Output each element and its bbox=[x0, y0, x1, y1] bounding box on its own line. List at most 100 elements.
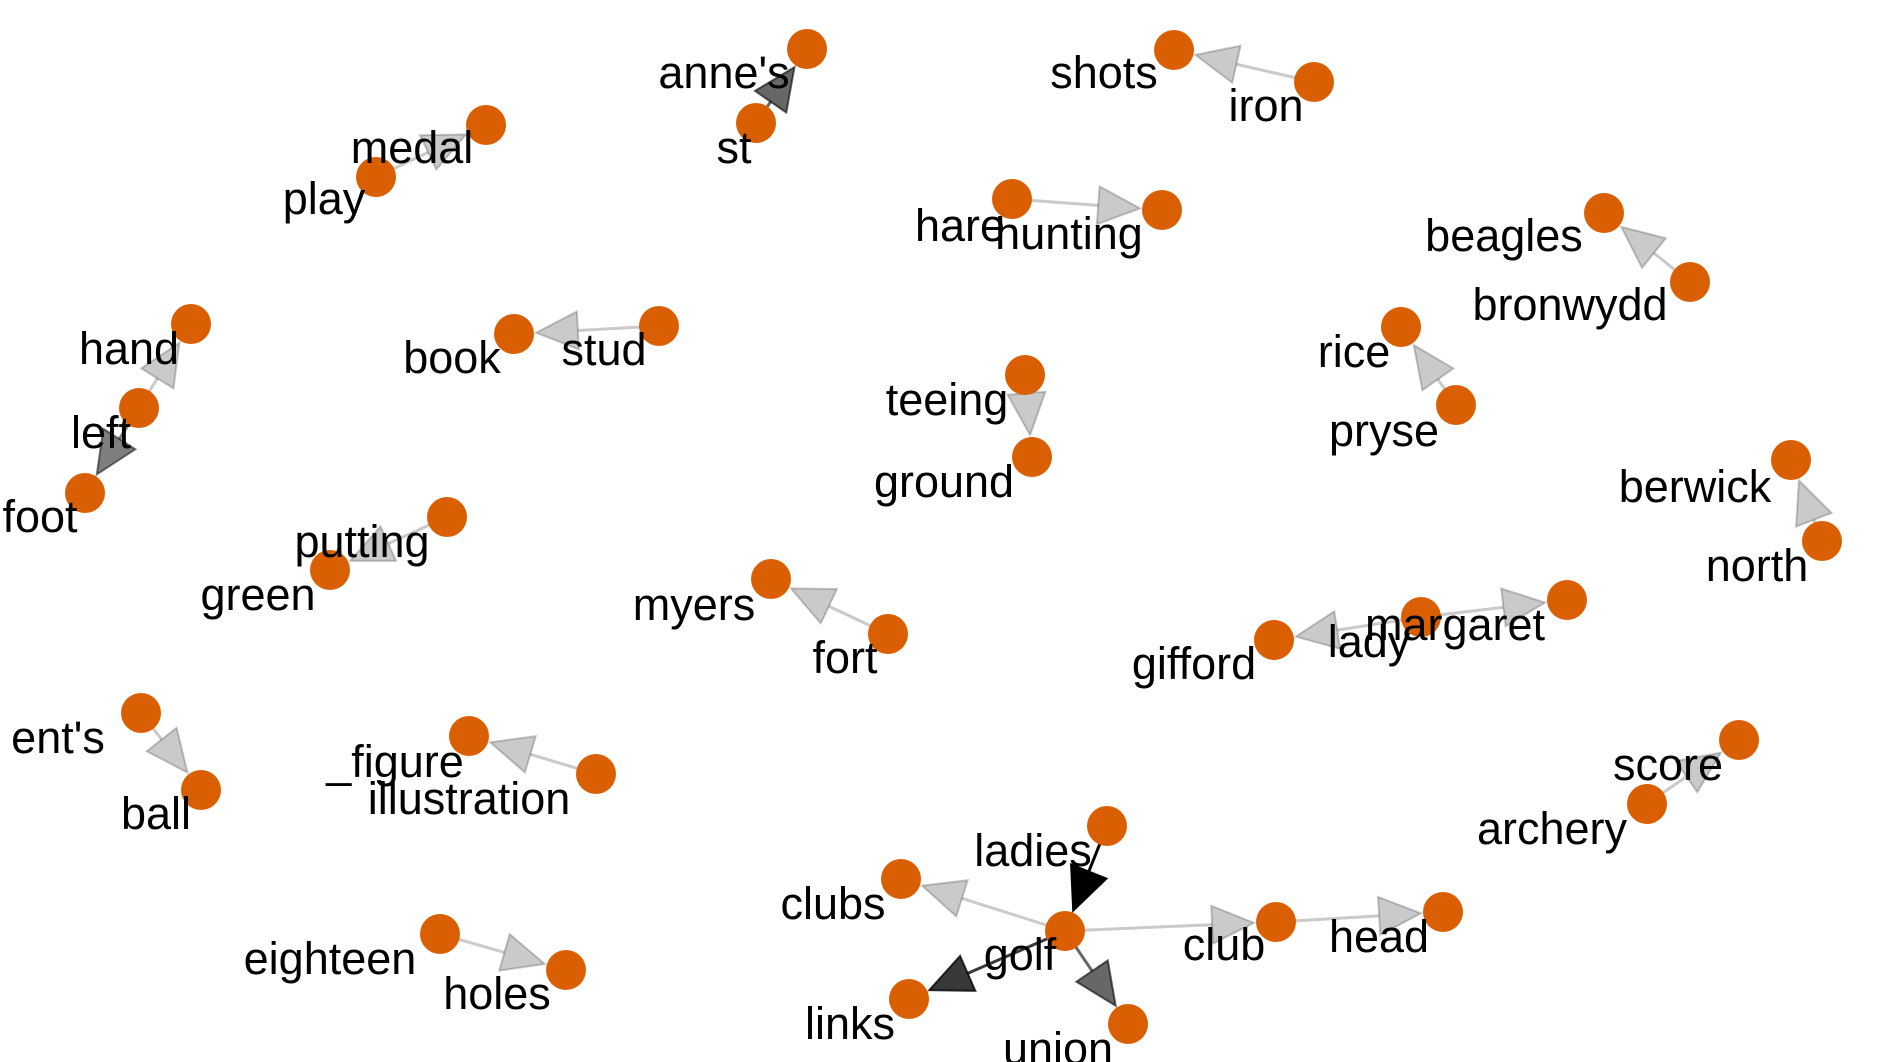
node-label-ball: ball bbox=[121, 788, 191, 839]
node-label-bronwydd: bronwydd bbox=[1472, 279, 1667, 330]
node-label-hand: hand bbox=[79, 323, 179, 374]
node-label-links: links bbox=[805, 998, 895, 1049]
node-label-figure: _figure bbox=[325, 736, 464, 787]
node-club bbox=[1256, 902, 1296, 942]
node-label-rice: rice bbox=[1318, 326, 1391, 377]
node-illustration bbox=[576, 754, 616, 794]
node-label-myers: myers bbox=[633, 579, 756, 630]
edge-arrowhead bbox=[1795, 478, 1834, 529]
node-label-golf: golf bbox=[984, 929, 1057, 980]
node-label-north: north bbox=[1706, 540, 1809, 591]
node-fort bbox=[868, 614, 908, 654]
node-play bbox=[356, 157, 396, 197]
node-label-teeing: teeing bbox=[886, 374, 1009, 425]
node-gifford bbox=[1254, 620, 1294, 660]
node-medal bbox=[466, 105, 506, 145]
node-hunting bbox=[1142, 190, 1182, 230]
edge-arrowhead bbox=[919, 879, 970, 919]
edge-arrowhead bbox=[1673, 751, 1723, 794]
edge-arrowhead bbox=[1210, 904, 1257, 946]
edge-golf-clubs bbox=[919, 879, 1066, 933]
edge-arrowhead bbox=[144, 726, 189, 775]
edge-arrowhead bbox=[139, 340, 181, 391]
edge-arrowhead bbox=[533, 309, 580, 351]
node-golf bbox=[1045, 911, 1085, 951]
node-archery bbox=[1627, 784, 1667, 824]
node-label-eighteen: eighteen bbox=[244, 933, 417, 984]
node-ball bbox=[181, 770, 221, 810]
node-label-book: book bbox=[403, 332, 501, 383]
node-label-score: score bbox=[1613, 739, 1723, 790]
node-label-head: head bbox=[1329, 911, 1429, 962]
node-myers bbox=[751, 559, 791, 599]
edge-arrowhead bbox=[1293, 609, 1342, 651]
node-label-ground: ground bbox=[874, 456, 1014, 507]
node-margaret bbox=[1547, 580, 1587, 620]
node-label-ladies: ladies bbox=[974, 825, 1092, 876]
node-label-margaret: margaret bbox=[1365, 599, 1546, 650]
node-ladies bbox=[1087, 806, 1127, 846]
node-label-putting: putting bbox=[294, 516, 429, 567]
node-iron bbox=[1294, 62, 1334, 102]
edge-arrowhead bbox=[1095, 184, 1143, 226]
node-hare bbox=[992, 179, 1032, 219]
node-book bbox=[494, 314, 534, 354]
edge-arrowhead bbox=[1193, 44, 1242, 85]
node-holes bbox=[546, 950, 586, 990]
node-hand bbox=[171, 304, 211, 344]
node-label-play: play bbox=[283, 173, 366, 224]
node-beagles bbox=[1584, 193, 1624, 233]
node-north bbox=[1802, 521, 1842, 561]
node-opponents bbox=[121, 693, 161, 733]
node-label-lady: lady bbox=[1328, 616, 1411, 667]
node-rice bbox=[1381, 307, 1421, 347]
node-stud bbox=[639, 306, 679, 346]
node-label-gifford: gifford bbox=[1132, 638, 1256, 689]
node-label-clubs: clubs bbox=[780, 878, 885, 929]
node-label-opponents: ent's bbox=[11, 712, 105, 763]
edge-arrowhead bbox=[487, 734, 538, 775]
edge-arrowhead bbox=[1412, 343, 1456, 393]
edge-arrowhead bbox=[1074, 958, 1118, 1008]
node-label-fort: fort bbox=[812, 632, 878, 683]
edge-arrowhead bbox=[347, 524, 398, 562]
edge-arrowhead bbox=[1070, 862, 1109, 913]
node-label-hare: hare bbox=[915, 200, 1005, 251]
edge-arrowhead bbox=[497, 932, 548, 972]
node-label-hunting: hunting bbox=[995, 208, 1143, 259]
node-label-club: club bbox=[1183, 919, 1266, 970]
node-teeing bbox=[1005, 355, 1045, 395]
node-label-shots: shots bbox=[1050, 47, 1158, 98]
node-label-holes: holes bbox=[443, 968, 551, 1019]
node-figure bbox=[449, 716, 489, 756]
edge-arrowhead bbox=[1500, 587, 1548, 628]
edge-arrowhead bbox=[788, 587, 839, 626]
edge-arrowhead bbox=[1376, 895, 1424, 937]
node-label-foot: foot bbox=[2, 491, 78, 542]
node-lady bbox=[1401, 597, 1441, 637]
node-shots bbox=[1154, 30, 1194, 70]
node-label-green: green bbox=[200, 569, 315, 620]
node-bronwydd bbox=[1670, 262, 1710, 302]
node-pryse bbox=[1436, 385, 1476, 425]
node-label-berwick: berwick bbox=[1619, 461, 1772, 512]
node-label-annes: anne's bbox=[658, 47, 789, 98]
node-label-archery: archery bbox=[1477, 803, 1628, 854]
edge-arrowhead bbox=[753, 65, 796, 115]
edge-golf-club bbox=[1064, 904, 1257, 946]
edge-arrowhead bbox=[926, 954, 977, 992]
node-head bbox=[1423, 892, 1463, 932]
node-label-st: st bbox=[716, 122, 752, 173]
node-eighteen bbox=[420, 914, 460, 954]
edge-line bbox=[1064, 923, 1213, 933]
node-union bbox=[1108, 1004, 1148, 1044]
node-label-illustration: illustration bbox=[368, 773, 571, 824]
node-links bbox=[889, 979, 929, 1019]
node-label-union: union bbox=[1003, 1023, 1113, 1062]
node-left bbox=[119, 388, 159, 428]
node-ground bbox=[1012, 437, 1052, 477]
node-label-iron: iron bbox=[1228, 80, 1303, 131]
node-putting bbox=[427, 497, 467, 537]
